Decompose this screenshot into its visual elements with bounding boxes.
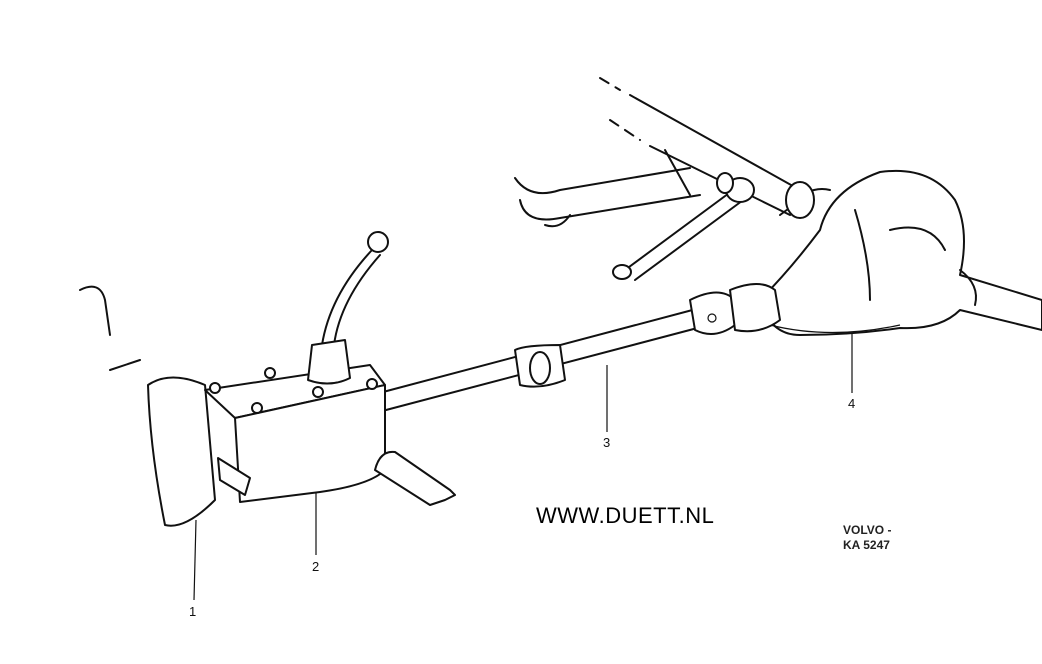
drawing-stamp: VOLVO - KA 5247	[843, 523, 891, 553]
propeller-shaft	[382, 283, 781, 411]
chassis-frame	[514, 77, 801, 228]
gearbox	[79, 285, 456, 527]
shift-lever	[307, 231, 389, 385]
rear-axle	[759, 169, 1042, 336]
stamp-line-2: KA 5247	[843, 538, 890, 552]
callout-2: 2	[312, 559, 320, 574]
website-watermark: WWW.DUETT.NL	[536, 503, 715, 528]
torque-rod	[612, 172, 755, 281]
callout-4: 4	[848, 396, 856, 411]
callout-3: 3	[603, 435, 611, 450]
callout-leaders	[193, 333, 853, 601]
stamp-line-1: VOLVO -	[843, 523, 892, 537]
callout-1: 1	[189, 604, 197, 619]
